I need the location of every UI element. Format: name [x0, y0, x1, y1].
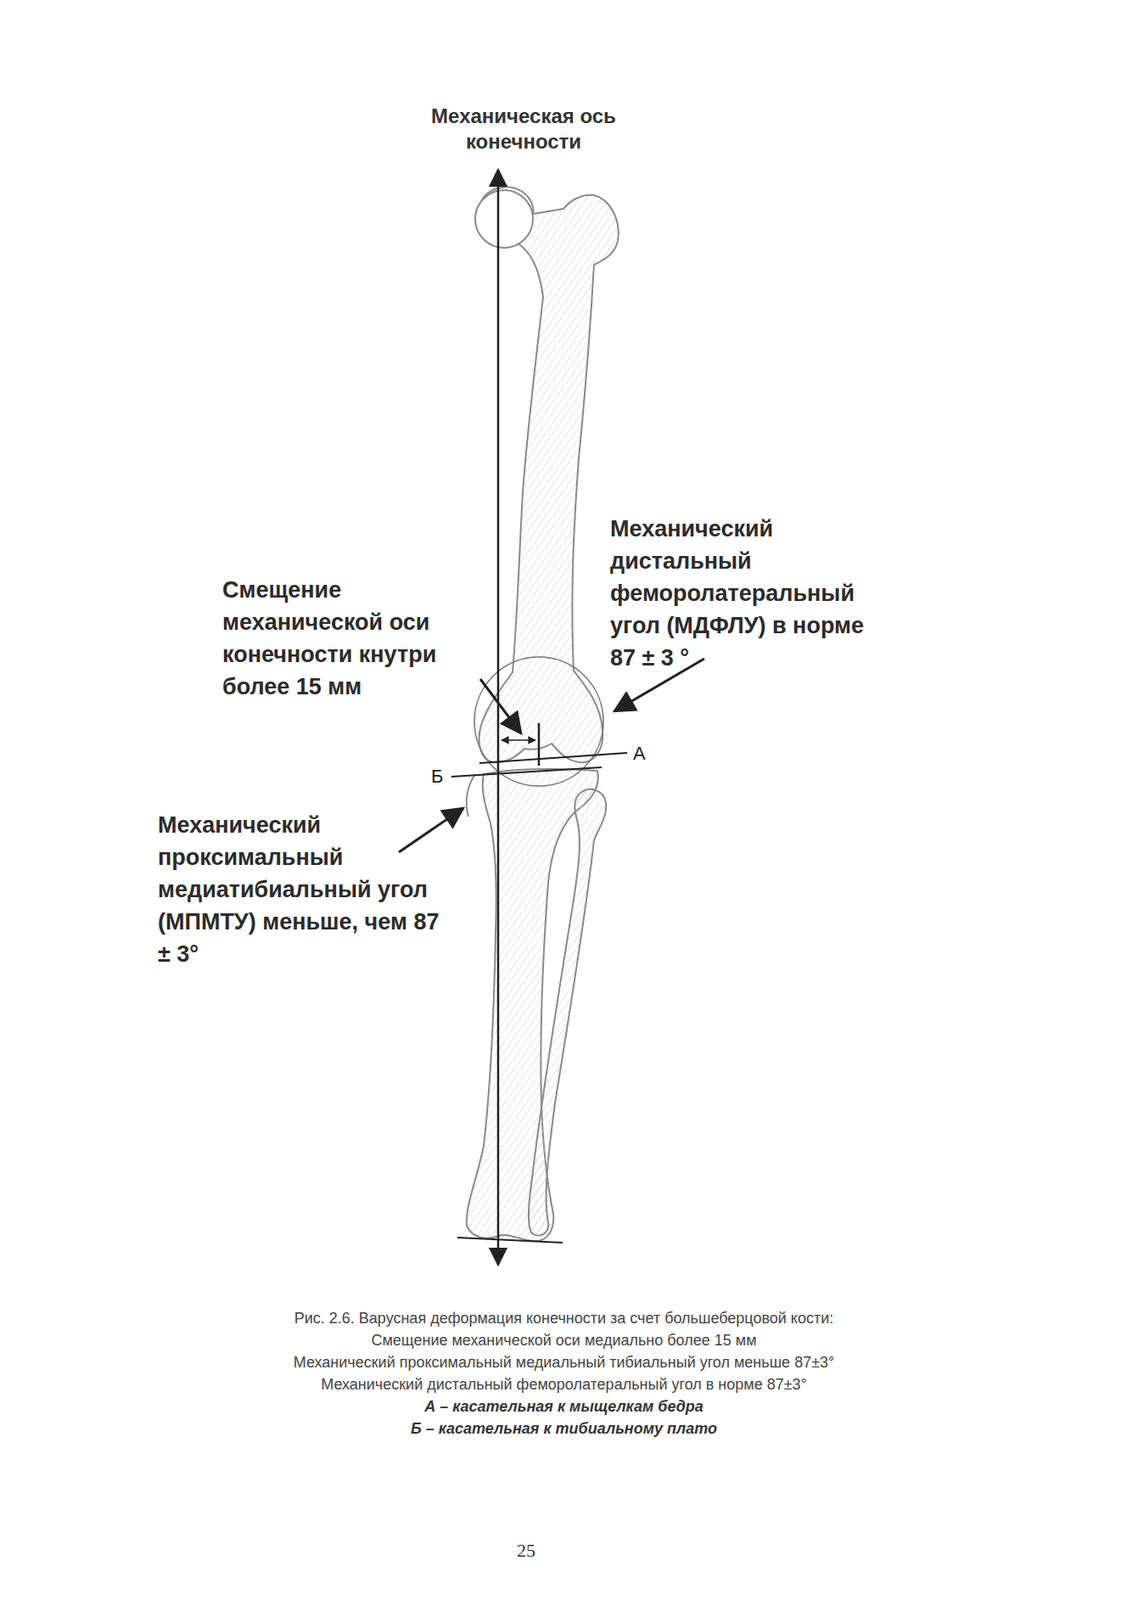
knee-circle — [474, 656, 604, 786]
fibula — [528, 789, 606, 1236]
tangent-line-b — [451, 767, 602, 777]
femur — [478, 186, 618, 763]
tangent-letter: А — [633, 743, 646, 764]
displacement-note: Смещение механической оси конечности кну… — [222, 573, 482, 703]
angle-note: Механический проксимальный медиатибиальн… — [157, 808, 457, 970]
femoral-head — [475, 190, 533, 248]
caption-line: Механический проксимальный медиальный ти… — [3, 1350, 1121, 1374]
tangent-line-a — [479, 752, 628, 763]
leader-arrow — [398, 807, 464, 852]
displacement-arrow — [501, 739, 536, 741]
mechanical-axis — [497, 169, 500, 1265]
knee-center-mark — [538, 723, 541, 766]
caption-line: Б – касательная к тибиальному плато — [3, 1417, 1121, 1440]
axis-title: Механическая ось конечности — [370, 103, 677, 155]
caption-line: Смещение механической оси медиально боле… — [3, 1328, 1121, 1351]
angle-note: Механический дистальный феморолатеральны… — [610, 512, 869, 674]
ankle-line — [457, 1237, 563, 1243]
caption-line: Механический дистальный феморолатеральны… — [3, 1373, 1121, 1396]
tibia-arc — [466, 773, 476, 817]
figure-caption: Рис. 2.6. Варусная деформация конечности… — [3, 1306, 1121, 1329]
caption-line: А – касательная к мыщелкам бедра — [3, 1395, 1121, 1418]
leader-arrow — [480, 678, 522, 734]
page-number: 25 — [475, 1539, 578, 1562]
tangent-letter: Б — [431, 766, 443, 787]
